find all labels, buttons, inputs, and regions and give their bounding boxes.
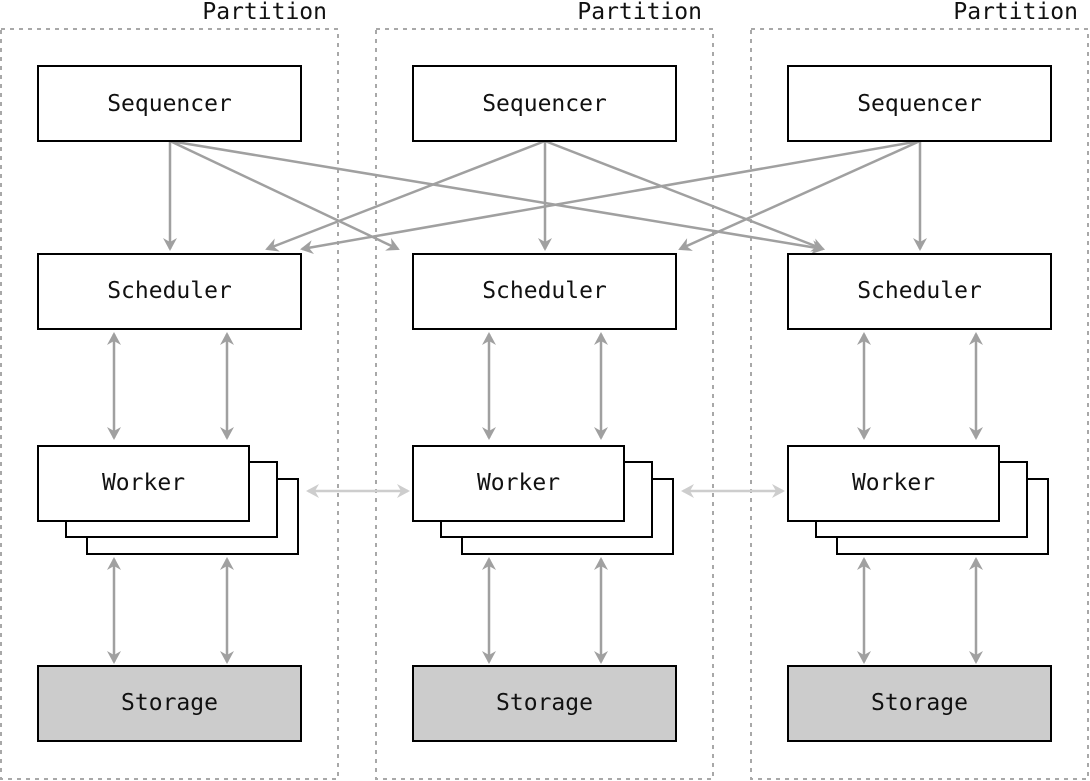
arrow xyxy=(265,139,546,252)
partition-border xyxy=(0,28,339,780)
sequencer-label: Sequencer xyxy=(107,91,232,117)
sequencer-box: Sequencer xyxy=(787,65,1052,142)
sequencer-box: Sequencer xyxy=(412,65,677,142)
partition-label: Partition xyxy=(953,0,1078,25)
worker-box-front xyxy=(787,445,1000,522)
worker-label: Worker xyxy=(102,470,185,496)
worker-label: Worker xyxy=(477,470,560,496)
scheduler-label: Scheduler xyxy=(857,278,982,304)
worker-stack: Worker xyxy=(37,445,299,555)
partition-label: Partition xyxy=(577,0,702,25)
worker-box-front xyxy=(37,445,250,522)
partition-border xyxy=(750,28,1089,780)
sequencer-label: Sequencer xyxy=(857,91,982,117)
worker-label: Worker xyxy=(852,470,935,496)
partition-2: Partition xyxy=(375,0,714,780)
sequencer-box: Sequencer xyxy=(37,65,302,142)
storage-label: Storage xyxy=(121,690,218,716)
column-1: Sequencer Scheduler Worker Storage xyxy=(37,65,302,742)
scheduler-label: Scheduler xyxy=(482,278,607,304)
scheduler-box: Scheduler xyxy=(787,253,1052,330)
scheduler-label: Scheduler xyxy=(107,278,232,304)
partition-border xyxy=(375,28,714,780)
arrow xyxy=(169,139,825,255)
column-3: Sequencer Scheduler Worker Storage xyxy=(787,65,1052,742)
arrow xyxy=(678,139,921,251)
scheduler-box: Scheduler xyxy=(412,253,677,330)
worker-stack: Worker xyxy=(787,445,1049,555)
storage-box: Storage xyxy=(412,665,677,742)
worker-box-front xyxy=(412,445,625,522)
arrow xyxy=(300,139,921,255)
arrow xyxy=(544,139,825,252)
sequencer-scheduler-arrows xyxy=(163,139,927,255)
sequencer-label: Sequencer xyxy=(482,91,607,117)
storage-box: Storage xyxy=(37,665,302,742)
arrow xyxy=(169,139,400,251)
worker-stack: Worker xyxy=(412,445,674,555)
partition-3: Partition xyxy=(750,0,1089,780)
storage-label: Storage xyxy=(496,690,593,716)
partition-1: Partition xyxy=(0,0,339,780)
scheduler-box: Scheduler xyxy=(37,253,302,330)
partition-label: Partition xyxy=(202,0,327,25)
worker-storage-arrows xyxy=(107,557,983,664)
storage-label: Storage xyxy=(871,690,968,716)
column-2: Sequencer Scheduler Worker Storage xyxy=(412,65,677,742)
storage-box: Storage xyxy=(787,665,1052,742)
scheduler-worker-arrows xyxy=(107,332,983,440)
